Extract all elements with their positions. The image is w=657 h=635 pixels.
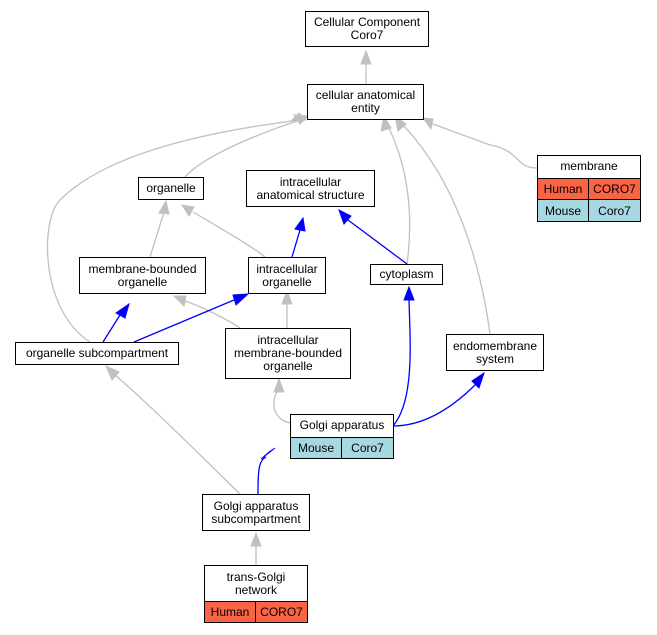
membrane-gene-mouse: Coro7	[589, 199, 640, 221]
edge-organelle-cae	[184, 119, 301, 178]
node-cellular-anatomical-entity[interactable]: cellular anatomical entity	[307, 84, 424, 120]
edge-golgi-endo	[392, 383, 477, 427]
edge-gas-golgi	[257, 456, 267, 495]
arrow-osc-cae	[289, 112, 308, 122]
arrow-golgi-imbo	[273, 377, 285, 393]
edge-gas-osc	[114, 374, 241, 495]
arrow-golgi-endo	[471, 371, 485, 389]
node-cytoplasm[interactable]: cytoplasm	[370, 264, 443, 285]
edge-imbo-mbo	[184, 300, 241, 329]
edge-io-ias	[291, 229, 301, 258]
node-trans-golgi-network-title: trans-Golgi network	[226, 569, 286, 597]
membrane-species-mouse: Mouse	[538, 199, 589, 221]
membrane-species-human: Human	[538, 177, 589, 200]
arrow-imbo-io	[281, 289, 293, 305]
node-endomembrane-system[interactable]: endomembrane system	[446, 334, 544, 371]
node-intracellular-anatomical-structure[interactable]: intracellular anatomical structure	[246, 170, 375, 207]
node-golgi-apparatus-subcompartment[interactable]: Golgi apparatus subcompartment	[202, 494, 310, 531]
golgi-gene-mouse: Coro7	[342, 436, 393, 458]
membrane-gene-human: CORO7	[589, 177, 640, 200]
tgn-gene-human: CORO7	[256, 601, 307, 622]
edge-cytoplasm-cae	[386, 123, 411, 265]
edge-mbo-organelle	[149, 211, 165, 258]
arrow-golgi-cytoplasm	[403, 285, 415, 301]
arrow-gas-osc	[105, 365, 120, 381]
edge-osc-mbo	[102, 314, 121, 343]
node-organelle[interactable]: organelle	[138, 177, 204, 200]
edge-osc-io	[133, 299, 235, 343]
edge-osc-cae	[46, 119, 301, 343]
edge-membrane-cae	[432, 123, 538, 169]
arrow-tgn-gas	[250, 531, 262, 547]
arrow-cae-root	[360, 49, 372, 65]
node-cellular-component-coro7[interactable]: Cellular Component Coro7	[305, 11, 429, 47]
edge-cytoplasm-ias	[347, 219, 408, 265]
node-golgi-apparatus-title: Golgi apparatus	[299, 418, 385, 433]
node-intracellular-membrane-bounded-organelle[interactable]: intracellular membrane-bounded organelle	[225, 328, 351, 379]
golgi-species-mouse: Mouse	[291, 436, 342, 458]
arrow-imbo-mbo	[172, 295, 187, 308]
arrow-io-organelle	[180, 204, 195, 217]
node-membrane[interactable]: membrane Human CORO7 Mouse Coro7	[537, 155, 641, 222]
edge-io-organelle	[192, 211, 266, 258]
arrow-gas-golgi	[260, 447, 276, 460]
arrow-membrane-cae	[421, 117, 434, 131]
node-organelle-subcompartment[interactable]: organelle subcompartment	[15, 342, 179, 365]
arrow-osc-mbo	[115, 302, 130, 319]
node-intracellular-organelle[interactable]: intracellular organelle	[248, 257, 326, 294]
arrow-osc-io	[232, 293, 250, 306]
arrow-mbo-organelle	[158, 199, 170, 215]
edge-golgi-cytoplasm	[392, 299, 411, 427]
arrow-io-ias	[294, 216, 306, 232]
edge-endo-cae	[402, 124, 491, 335]
node-golgi-apparatus[interactable]: Golgi apparatus Mouse Coro7	[290, 414, 394, 459]
tgn-species-human: Human	[205, 601, 256, 622]
node-trans-golgi-network[interactable]: trans-Golgi network Human CORO7	[204, 565, 308, 623]
edge-golgi-imbo	[273, 388, 292, 424]
node-membrane-title: membrane	[560, 159, 618, 174]
arrow-cytoplasm-ias	[338, 208, 352, 225]
node-membrane-bounded-organelle[interactable]: membrane-bounded organelle	[79, 257, 206, 294]
